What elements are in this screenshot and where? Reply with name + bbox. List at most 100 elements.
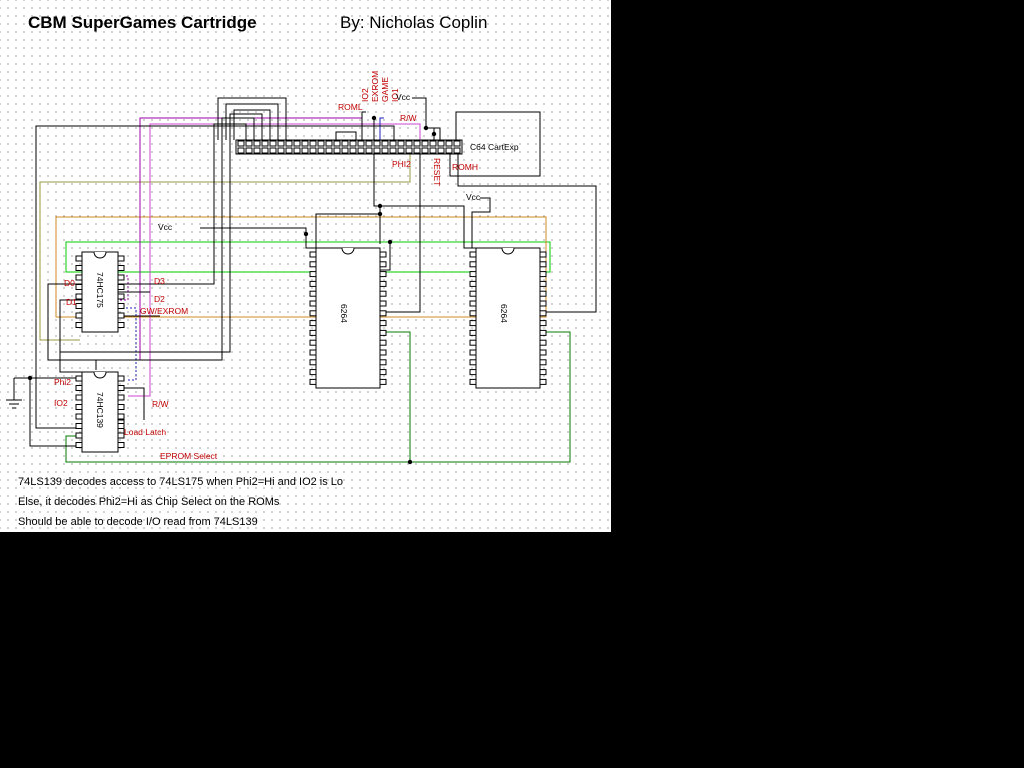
chip-pin [117,423,125,429]
green-bus-wire [65,241,551,273]
junction-dot [303,231,309,237]
connector-pin [253,147,261,154]
vcc-top-label: Vcc [396,92,411,102]
chip-pin [469,378,477,385]
wire [35,125,395,429]
d3-label: D3 [154,276,165,286]
wire [59,340,82,373]
connector-pin [317,140,325,147]
chip-pin [539,349,547,356]
decoder-chip: 74HC139 [75,371,125,453]
chip-pin [379,329,387,336]
connector-pin [389,140,397,147]
chip-pin [117,432,125,439]
connector-pin [277,140,285,147]
chip-pin [379,369,387,376]
chip-pin [379,280,387,287]
ram-right-label: 6264 [499,304,509,323]
phi2-left-label: Phi2 [54,377,71,387]
chip-pin [379,378,387,385]
connector-pin [429,147,437,154]
load-latch-label: Load Latch [124,427,166,437]
connector-pin [309,147,317,154]
chip-pin [539,290,547,297]
note-line-1: 74LS139 decodes access to 74LS175 when P… [18,476,343,488]
chip-pin [309,339,317,346]
connector-pin [341,147,349,154]
connector-pin [365,140,373,147]
chip-pin [379,359,387,366]
latch-dotted-link-2 [118,307,137,381]
connector-pin [245,147,253,154]
wire [412,97,427,128]
chip-pin [75,375,83,382]
chip-pin [309,290,317,297]
phi2-top-label: PHI2 [392,159,411,169]
chip-pin [309,320,317,327]
io2-left-label: IO2 [54,398,68,408]
chip-pin [539,271,547,278]
schematic-canvas: CBM SuperGames Cartridge By: Nicholas Co… [0,0,611,532]
connector-pin [349,140,357,147]
exrom-top-label: EXROM [370,71,380,102]
connector-pin [293,147,301,154]
chip-pin [539,378,547,385]
wire [449,111,541,177]
connector-pin [397,147,405,154]
connector-pin [453,147,461,154]
chip-pin [309,271,317,278]
chip-pin [117,284,125,290]
chip-pin [539,300,547,307]
io1-top-label: IO1 [390,88,400,102]
wire [233,109,271,140]
vcc-mid-label: Vcc [158,222,173,232]
connector-pin [237,147,245,154]
connector-pin [413,147,421,154]
connector-pin [333,140,341,147]
chip-pin [75,432,83,439]
junction-dot [407,459,413,465]
romh-label: ROMH [452,162,478,172]
olive-bus-wire [39,154,411,341]
ram-chip-left: 6264 [309,247,387,389]
latch-chip: 74HC175 [75,251,125,333]
connector-pin [357,147,365,154]
chip-pin [379,339,387,346]
chip-pin [469,329,477,336]
chip-pin [75,284,83,290]
d1-label: D1 [66,297,77,307]
chip-pin [539,320,547,327]
schematic-diagram: CBM SuperGames Cartridge By: Nicholas Co… [6,13,597,528]
wire [335,131,357,140]
junction-dot [27,375,33,381]
chip-pin [539,369,547,376]
chip-pin [469,349,477,356]
chip-pin [75,293,83,300]
chip-pin [75,385,83,391]
connector-pin [413,140,421,147]
connector-pin [269,147,277,154]
connector-pin [437,140,445,147]
junction-dot [387,239,393,245]
connector-pin [285,147,293,154]
wire [361,111,366,140]
chip-pin [379,310,387,317]
connector-pin [349,147,357,154]
junction-dot [423,125,429,131]
chip-pin [539,280,547,287]
chip-pin [117,442,125,448]
connector-pin [309,140,317,147]
chip-pin [117,312,125,319]
chip-pin [117,394,125,401]
connector-pin [445,147,453,154]
chip-pin [117,375,125,382]
connector-pin [325,147,333,154]
junction-dot [377,211,383,217]
connector-pin [381,140,389,147]
chip-pin [309,310,317,317]
blue-wire [379,117,384,140]
connector-pin [261,147,269,154]
chip-pin [379,261,387,268]
chip-pin [75,442,83,448]
connector-pin [301,147,309,154]
